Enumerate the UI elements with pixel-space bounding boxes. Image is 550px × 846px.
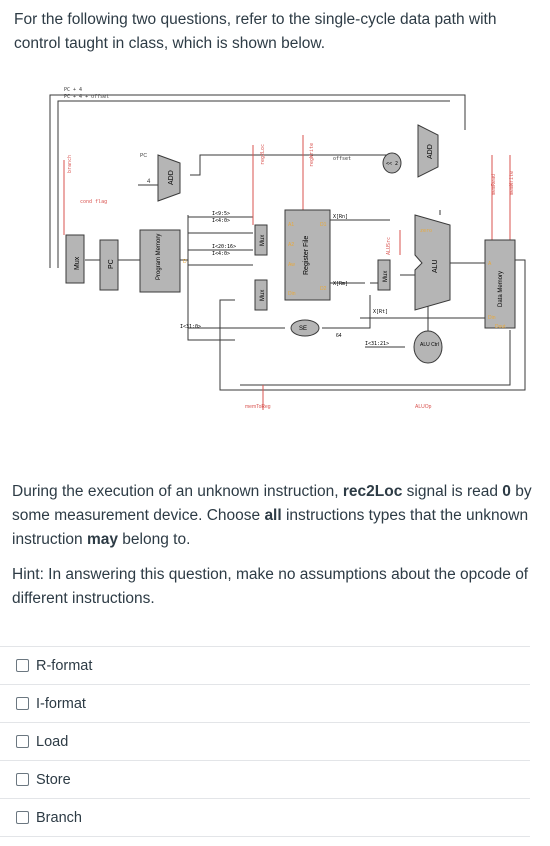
i4-0a-label: I<4:0>: [212, 218, 230, 224]
memtoreg-mux-label: Mux: [260, 290, 266, 301]
pc-adder: [157, 154, 181, 202]
alu-control: [413, 330, 443, 364]
sign-extend-label: SE: [299, 326, 307, 332]
memtoreg-mux: [254, 279, 268, 311]
answer-label: Store: [36, 771, 71, 788]
checkbox[interactable]: [16, 811, 29, 824]
pc-register-label: PC: [108, 259, 115, 269]
program-memory: [139, 229, 181, 293]
memread-label: memRead: [491, 174, 497, 195]
checkbox[interactable]: [16, 659, 29, 672]
answer-label: Load: [36, 733, 69, 750]
d1-label: D1: [320, 222, 327, 228]
pc4-offset-label: PC + 4 + offset: [64, 94, 109, 100]
answer-option-load[interactable]: Load: [0, 722, 530, 760]
pc4-label: PC + 4: [64, 87, 82, 93]
branch-adder: [417, 124, 439, 178]
answer-option-store[interactable]: Store: [0, 760, 530, 798]
signal-name: rec2Loc: [342, 483, 403, 500]
signal-value: 0: [502, 483, 511, 500]
pc-small-label: PC: [140, 153, 147, 159]
regwrite-label: regWrite: [309, 143, 315, 167]
dm-dout-label: Dout: [495, 324, 506, 330]
answer-option-r-format[interactable]: R-format: [0, 646, 530, 684]
alu-control-label: ALU Ctrl: [420, 342, 439, 348]
pc-adder-label: ADD: [168, 170, 175, 185]
answer-list: R-format I-format Load Store Branch: [0, 646, 530, 837]
alusrc-label: ALUSrc: [386, 237, 392, 255]
dm-din-label: Din: [488, 315, 496, 321]
offset-label: offset: [333, 156, 351, 162]
zero-label: zero: [420, 228, 432, 234]
program-memory-label: Program Memory: [156, 234, 162, 280]
reg2loc-mux-label: Mux: [260, 235, 266, 246]
answer-option-branch[interactable]: Branch: [0, 798, 530, 837]
answer-label: Branch: [36, 809, 82, 826]
pc-mux: [65, 234, 85, 284]
i9-5-label: I<9:5>: [212, 211, 230, 217]
hint-text: Hint: In answering this question, make n…: [12, 566, 529, 607]
answer-label: I-format: [36, 695, 86, 712]
i4-0b-label: I<4:0>: [212, 251, 230, 257]
checkbox[interactable]: [16, 697, 29, 710]
xrm-label: X[Rm]: [333, 281, 348, 287]
d-port-label: D: [183, 259, 187, 265]
branch-adder-label: ADD: [427, 144, 434, 159]
cond-flag-label: cond flag: [80, 199, 107, 205]
memtoreg-label: memToReg: [245, 404, 271, 410]
memwrite-label: memWrite: [509, 171, 515, 195]
xrt-label: X[Rt]: [373, 309, 388, 315]
sign-extend: [290, 319, 320, 337]
dm-a-label: A: [488, 261, 492, 267]
shift-left: [382, 152, 402, 174]
i31-0-label: I<31:0>: [180, 324, 201, 330]
branch-label: branch: [67, 155, 73, 173]
register-file-label: Register File: [303, 236, 310, 275]
i31-21-label: I<31:21>: [365, 341, 389, 347]
i20-16-label: I<20:16>: [212, 244, 236, 250]
pc-register: [99, 239, 119, 291]
question-text: During the execution of an unknown instr…: [12, 483, 532, 548]
din-label: Din: [288, 291, 296, 297]
reg2loc-mux: [254, 224, 268, 256]
a1-label: A1: [288, 222, 294, 228]
datapath-diagram: PC + 4 PC + 4 + offset branch cond flag …: [49, 87, 526, 410]
shift-left-label: << 2: [386, 161, 398, 167]
aw-label: Aw: [288, 262, 295, 268]
alusrc-mux: [377, 259, 391, 291]
sixtyfour-label: 64: [336, 333, 342, 339]
emphasis-may: may: [86, 531, 118, 548]
answer-option-i-format[interactable]: I-format: [0, 684, 530, 722]
alu: [414, 214, 451, 311]
answer-label: R-format: [36, 657, 93, 674]
checkbox[interactable]: [16, 773, 29, 786]
four-label: 4: [147, 179, 151, 185]
data-memory: [484, 239, 516, 329]
checkbox[interactable]: [16, 735, 29, 748]
reg2loc-label: reg2Loc: [260, 144, 266, 165]
emphasis-all: all: [264, 507, 282, 524]
intro-text: For the following two questions, refer t…: [14, 11, 497, 52]
a2-label: A2: [288, 242, 294, 248]
alu-label: ALU: [432, 259, 439, 273]
d2-label: D2: [320, 286, 327, 292]
register-file: [284, 209, 331, 301]
pc-mux-label: Mux: [74, 256, 81, 270]
alusrc-mux-label: Mux: [383, 271, 389, 282]
data-memory-label: Data Memory: [498, 271, 504, 307]
aluop-label: ALUOp: [415, 404, 432, 410]
xrn-label: X[Rn]: [333, 214, 348, 220]
